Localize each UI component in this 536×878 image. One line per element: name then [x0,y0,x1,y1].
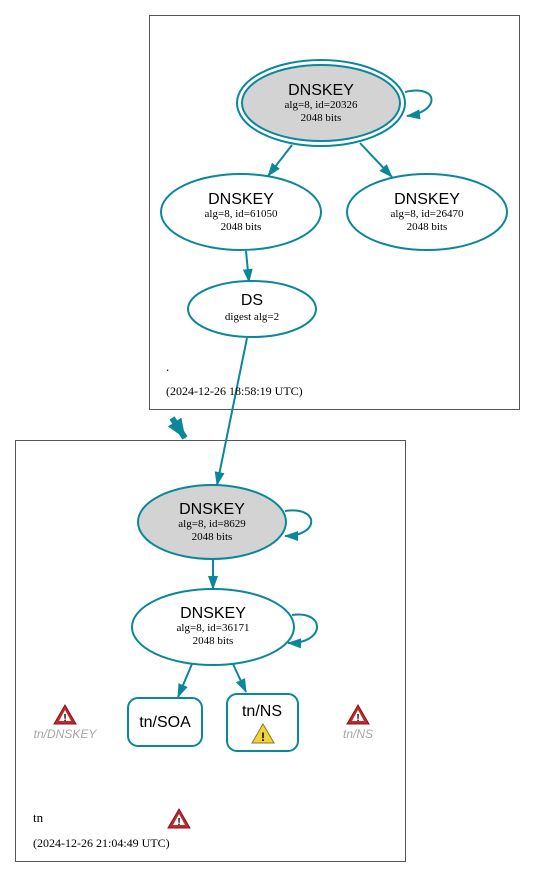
node-tn-soa[interactable]: tn/SOA [127,697,203,747]
node-tn-zsk-params: alg=8, id=36171 [177,622,250,634]
node-root-ds[interactable]: DS digest alg=2 [187,280,317,338]
edge-tn-ksk-self [284,509,313,541]
node-tn-ns-error[interactable]: ! tn/NS [343,704,373,741]
node-root-zsk2-bits: 2048 bits [407,221,448,233]
zone-root-timestamp: (2024-12-26 18:58:19 UTC) [166,384,303,398]
node-tn-ksk-params: alg=8, id=8629 [178,518,246,530]
edge-delegation [167,416,188,440]
node-root-zsk2[interactable]: DNSKEY alg=8, id=26470 2048 bits [346,173,508,251]
node-tn-ksk-bits: 2048 bits [192,531,233,543]
edge-root-ksk-self [404,89,433,120]
node-root-ds-digest: digest alg=2 [225,311,279,323]
node-tn-zsk[interactable]: DNSKEY alg=8, id=36171 2048 bits [131,588,295,666]
node-root-ksk-title: DNSKEY [288,82,354,99]
node-root-zsk1-title: DNSKEY [208,191,274,208]
node-tn-zsk-bits: 2048 bits [193,635,234,647]
zone-tn-name: tn [33,810,44,825]
node-tn-ksk[interactable]: DNSKEY alg=8, id=8629 2048 bits [137,484,287,560]
node-root-zsk1[interactable]: DNSKEY alg=8, id=61050 2048 bits [160,173,322,251]
node-tn-dnskey-error[interactable]: ! tn/DNSKEY [34,704,98,741]
edge-ds-tn-ksk [214,337,248,486]
node-root-zsk1-params: alg=8, id=61050 [205,208,278,220]
error-triangle-icon: ! [53,704,77,725]
node-tn-soa-title: tn/SOA [139,714,191,731]
zone-tn-timestamp: (2024-12-26 21:04:49 UTC) [33,836,170,850]
error-triangle-icon: ! [167,808,191,829]
svg-text:!: ! [177,817,180,828]
svg-text:!: ! [63,713,66,724]
edge-tn-zsk-soa [177,663,193,698]
node-root-ksk-bits: 2048 bits [301,112,342,124]
node-tn-ns[interactable]: tn/NS ! [226,693,299,752]
edge-tn-zsk-ns [232,663,247,693]
edge-root-zsk1-ds [242,250,253,283]
node-tn-ns-title: tn/NS [242,703,282,720]
edge-root-ksk-zsk2 [359,142,393,178]
node-tn-zsk-title: DNSKEY [180,605,246,622]
edge-tn-zsk-self [287,613,318,649]
node-root-zsk1-bits: 2048 bits [221,221,262,233]
zone-root-name: . [166,359,169,374]
error-triangle-icon: ! [346,704,370,725]
node-root-ksk-params: alg=8, id=20326 [285,99,358,111]
node-root-ds-title: DS [241,292,263,309]
node-root-zsk2-title: DNSKEY [394,191,460,208]
node-tn-ksk-title: DNSKEY [179,501,245,518]
node-root-ksk[interactable]: DNSKEY alg=8, id=20326 2048 bits [236,59,406,147]
zone-tn-box [15,440,406,862]
zone-root-box [149,15,520,410]
edge-root-ksk-zsk1 [267,144,293,177]
warning-triangle-icon: ! [251,723,275,744]
node-root-zsk2-params: alg=8, id=26470 [391,208,464,220]
node-tn-ns-error-label: tn/NS [343,727,373,741]
svg-text:!: ! [356,713,359,724]
svg-text:!: ! [261,730,265,744]
node-tn-dnskey-error-label: tn/DNSKEY [34,727,98,741]
